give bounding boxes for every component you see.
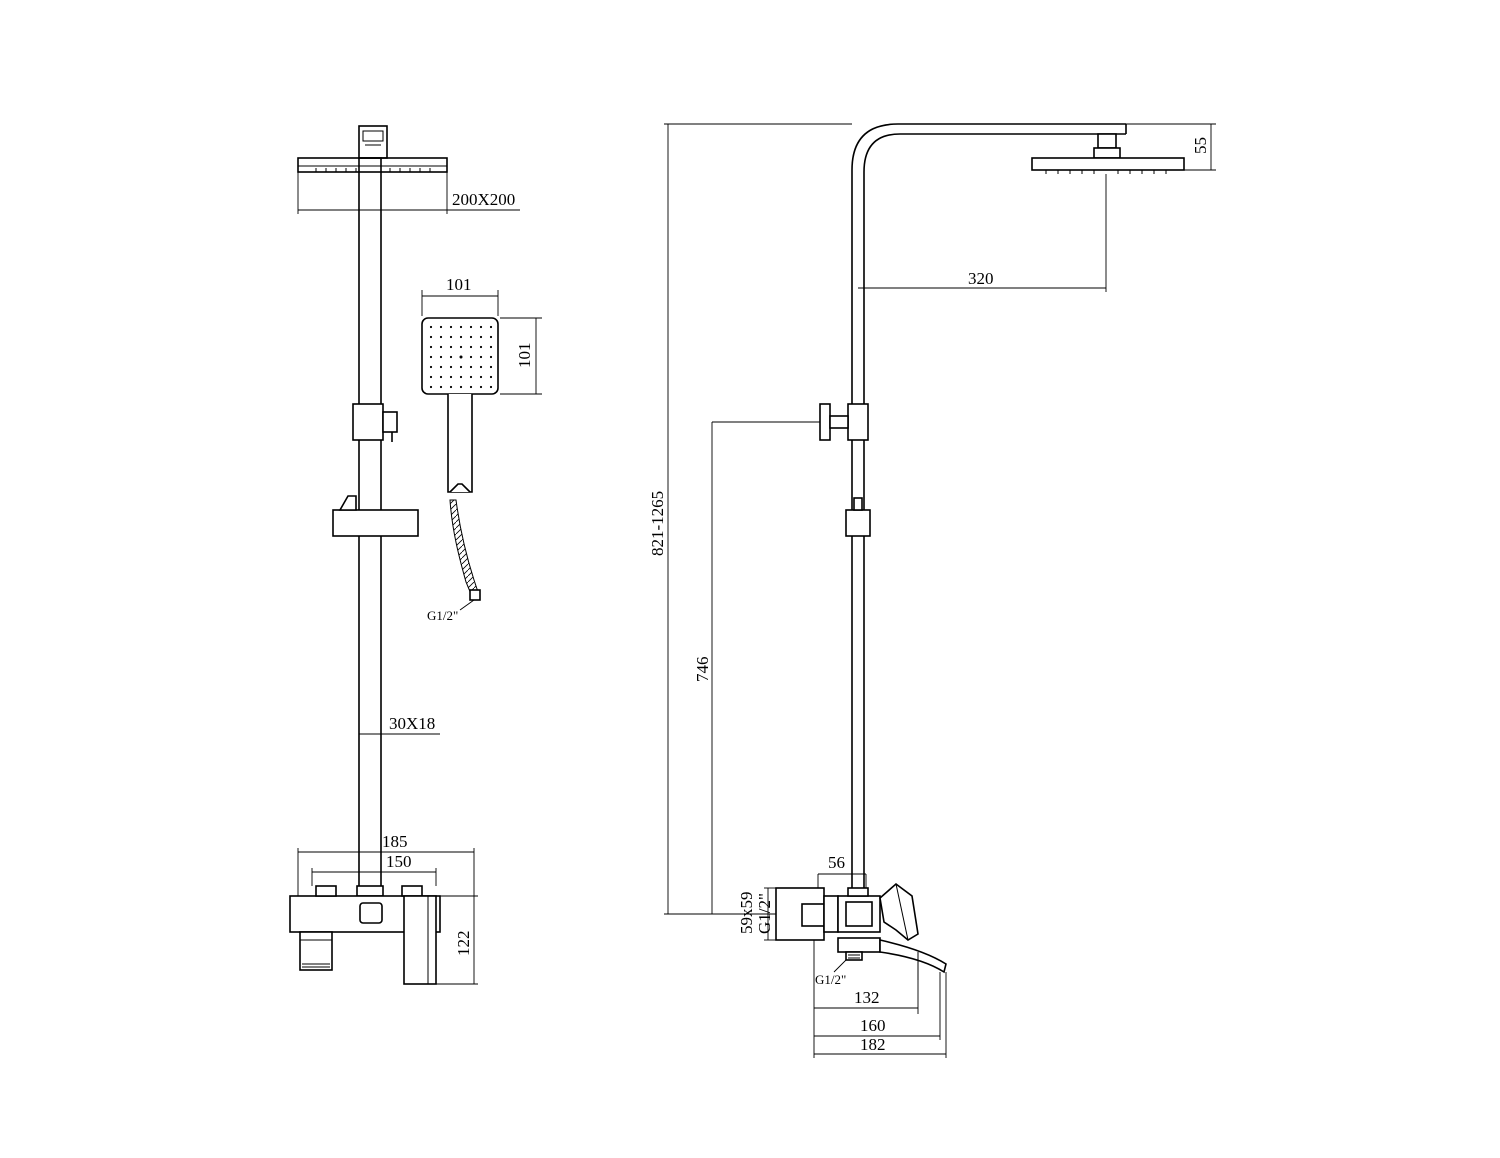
head-height-dimension: 55 [1126,123,1216,171]
hand-width-label: 101 [446,275,472,294]
outlet-thread-callout: G1/2" [815,959,847,987]
overall-height-dimension: 821-1265 [648,123,852,915]
hand-shower-holder [352,403,398,442]
overhead-shower-head [297,157,448,173]
side-view: 55 320 746 821-1265 [648,123,1216,1058]
overall-height-label: 821-1265 [648,491,667,556]
riser-pipe [851,123,1127,890]
head-connector [358,125,388,159]
hand-shower-dimensions: 101 101 [421,275,542,395]
inlet-thread-label: G1/2" [755,893,774,934]
arm-reach-label: 320 [968,269,994,288]
outlet-offset-dimension: 56 [817,853,867,888]
side-head [1031,133,1185,174]
front-view: 200X200 [289,125,542,985]
body-outer-width-label: 185 [382,832,408,851]
holder-height-label: 746 [693,657,712,683]
arm-reach-dimension: 320 [858,174,1107,292]
hand-height-label: 101 [515,343,534,369]
projection-132-label: 132 [854,988,880,1007]
head-height-label: 55 [1191,137,1210,154]
outlet-thread-label: G1/2" [815,972,846,987]
rail-slider [332,495,419,537]
side-holder [819,403,869,441]
hand-shower [421,317,499,493]
body-inlet-spacing-label: 150 [386,852,412,871]
mixer-body-front [289,885,441,985]
projection-dimensions: 132 160 182 [813,940,947,1058]
rail-section-dimension: 30X18 [359,714,440,735]
inlet-dimensions: 59x59 G1/2" [737,887,776,941]
head-size-label: 200X200 [452,190,515,209]
head-width-dimension: 200X200 [297,172,520,214]
inlet-size-label: 59x59 [737,892,756,935]
spray-nozzles [429,325,493,389]
body-dimensions: 185 150 122 [297,832,478,985]
shower-hose: G1/2" [427,499,481,623]
mixer-body-side [775,882,947,980]
holder-height-dimension: 746 [693,421,820,914]
rail-section-label: 30X18 [389,714,435,733]
projection-182-label: 182 [860,1035,886,1054]
outlet-offset-label: 56 [828,853,845,872]
hose-thread-label: G1/2" [427,608,458,623]
projection-160-label: 160 [860,1016,886,1035]
body-height-label: 122 [454,931,473,957]
side-slider [845,497,871,537]
